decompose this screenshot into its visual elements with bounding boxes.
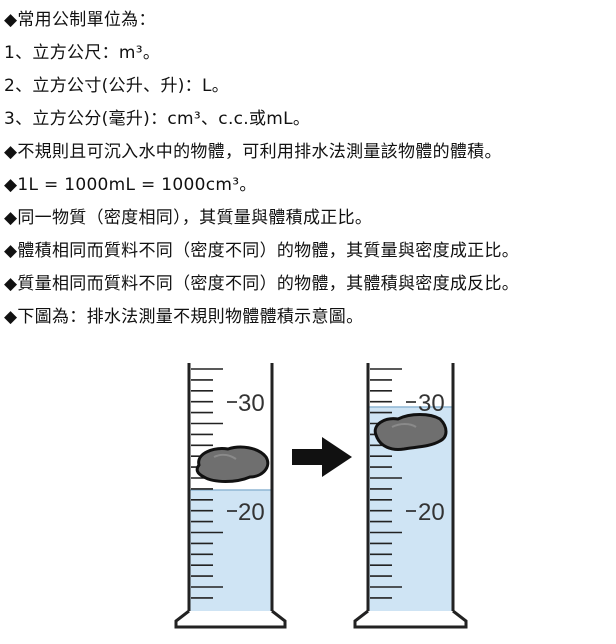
text-line: ◆1L = 1000mL = 1000cm³。 — [4, 175, 257, 195]
text-line: ◆同一物質（密度相同），其質量與體積成正比。 — [4, 208, 373, 228]
text-line: 1、立方公尺：m³。 — [4, 43, 161, 63]
displacement-diagram: 30 20 30 20 — [0, 355, 616, 644]
left-label-30: 30 — [238, 390, 265, 417]
text-line: 2、立方公寸(公升、升)：L。 — [4, 76, 230, 96]
right-cylinder: 30 20 — [353, 363, 468, 629]
right-scale-ticks — [370, 368, 416, 599]
left-label-20: 20 — [238, 499, 265, 526]
arrow-icon — [292, 437, 352, 477]
left-scale-ticks — [191, 368, 237, 599]
right-label-30: 30 — [418, 390, 445, 417]
text-line: 3、立方公分(毫升)：cm³、c.c.或mL。 — [4, 109, 311, 129]
text-block: ◆常用公制單位為： 1、立方公尺：m³。 2、立方公寸(公升、升)：L。 3、立… — [4, 4, 612, 334]
right-label-20: 20 — [418, 499, 445, 526]
left-cylinder: 30 20 — [174, 363, 287, 629]
diagram-svg: 30 20 30 20 — [174, 363, 468, 629]
text-line: ◆體積相同而質料不同（密度不同）的物體，其質量與密度成正比。 — [4, 241, 520, 261]
text-line: ◆下圖為：排水法測量不規則物體體積示意圖。 — [4, 307, 364, 327]
stone-right — [373, 413, 448, 451]
text-line: ◆常用公制單位為： — [4, 10, 156, 30]
text-line: ◆質量相同而質料不同（密度不同）的物體，其體積與密度成反比。 — [4, 274, 520, 294]
stone-left — [195, 445, 270, 483]
text-line: ◆不規則且可沉入水中的物體，可利用排水法測量該物體的體積。 — [4, 142, 502, 162]
